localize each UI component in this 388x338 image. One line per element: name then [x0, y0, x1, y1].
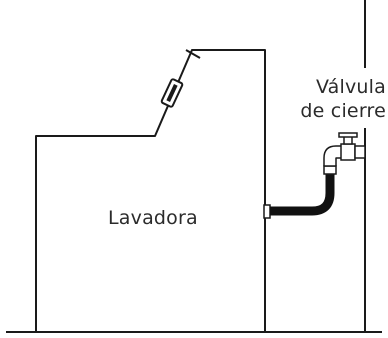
washer-label: Lavadora: [108, 207, 198, 229]
washer-body: [35, 49, 266, 332]
hose-inlet-connector: [263, 204, 271, 219]
shut-off-valve: [338, 132, 366, 161]
elbow-fitting: [323, 145, 344, 167]
hose-ferrule: [323, 165, 337, 175]
washer-back-panel: [185, 49, 201, 59]
control-knob: [160, 78, 184, 108]
water-hose: [270, 172, 335, 216]
valve-label-line-1: Válvula: [315, 76, 386, 98]
valve-label-line-2: de cierre: [300, 100, 386, 122]
